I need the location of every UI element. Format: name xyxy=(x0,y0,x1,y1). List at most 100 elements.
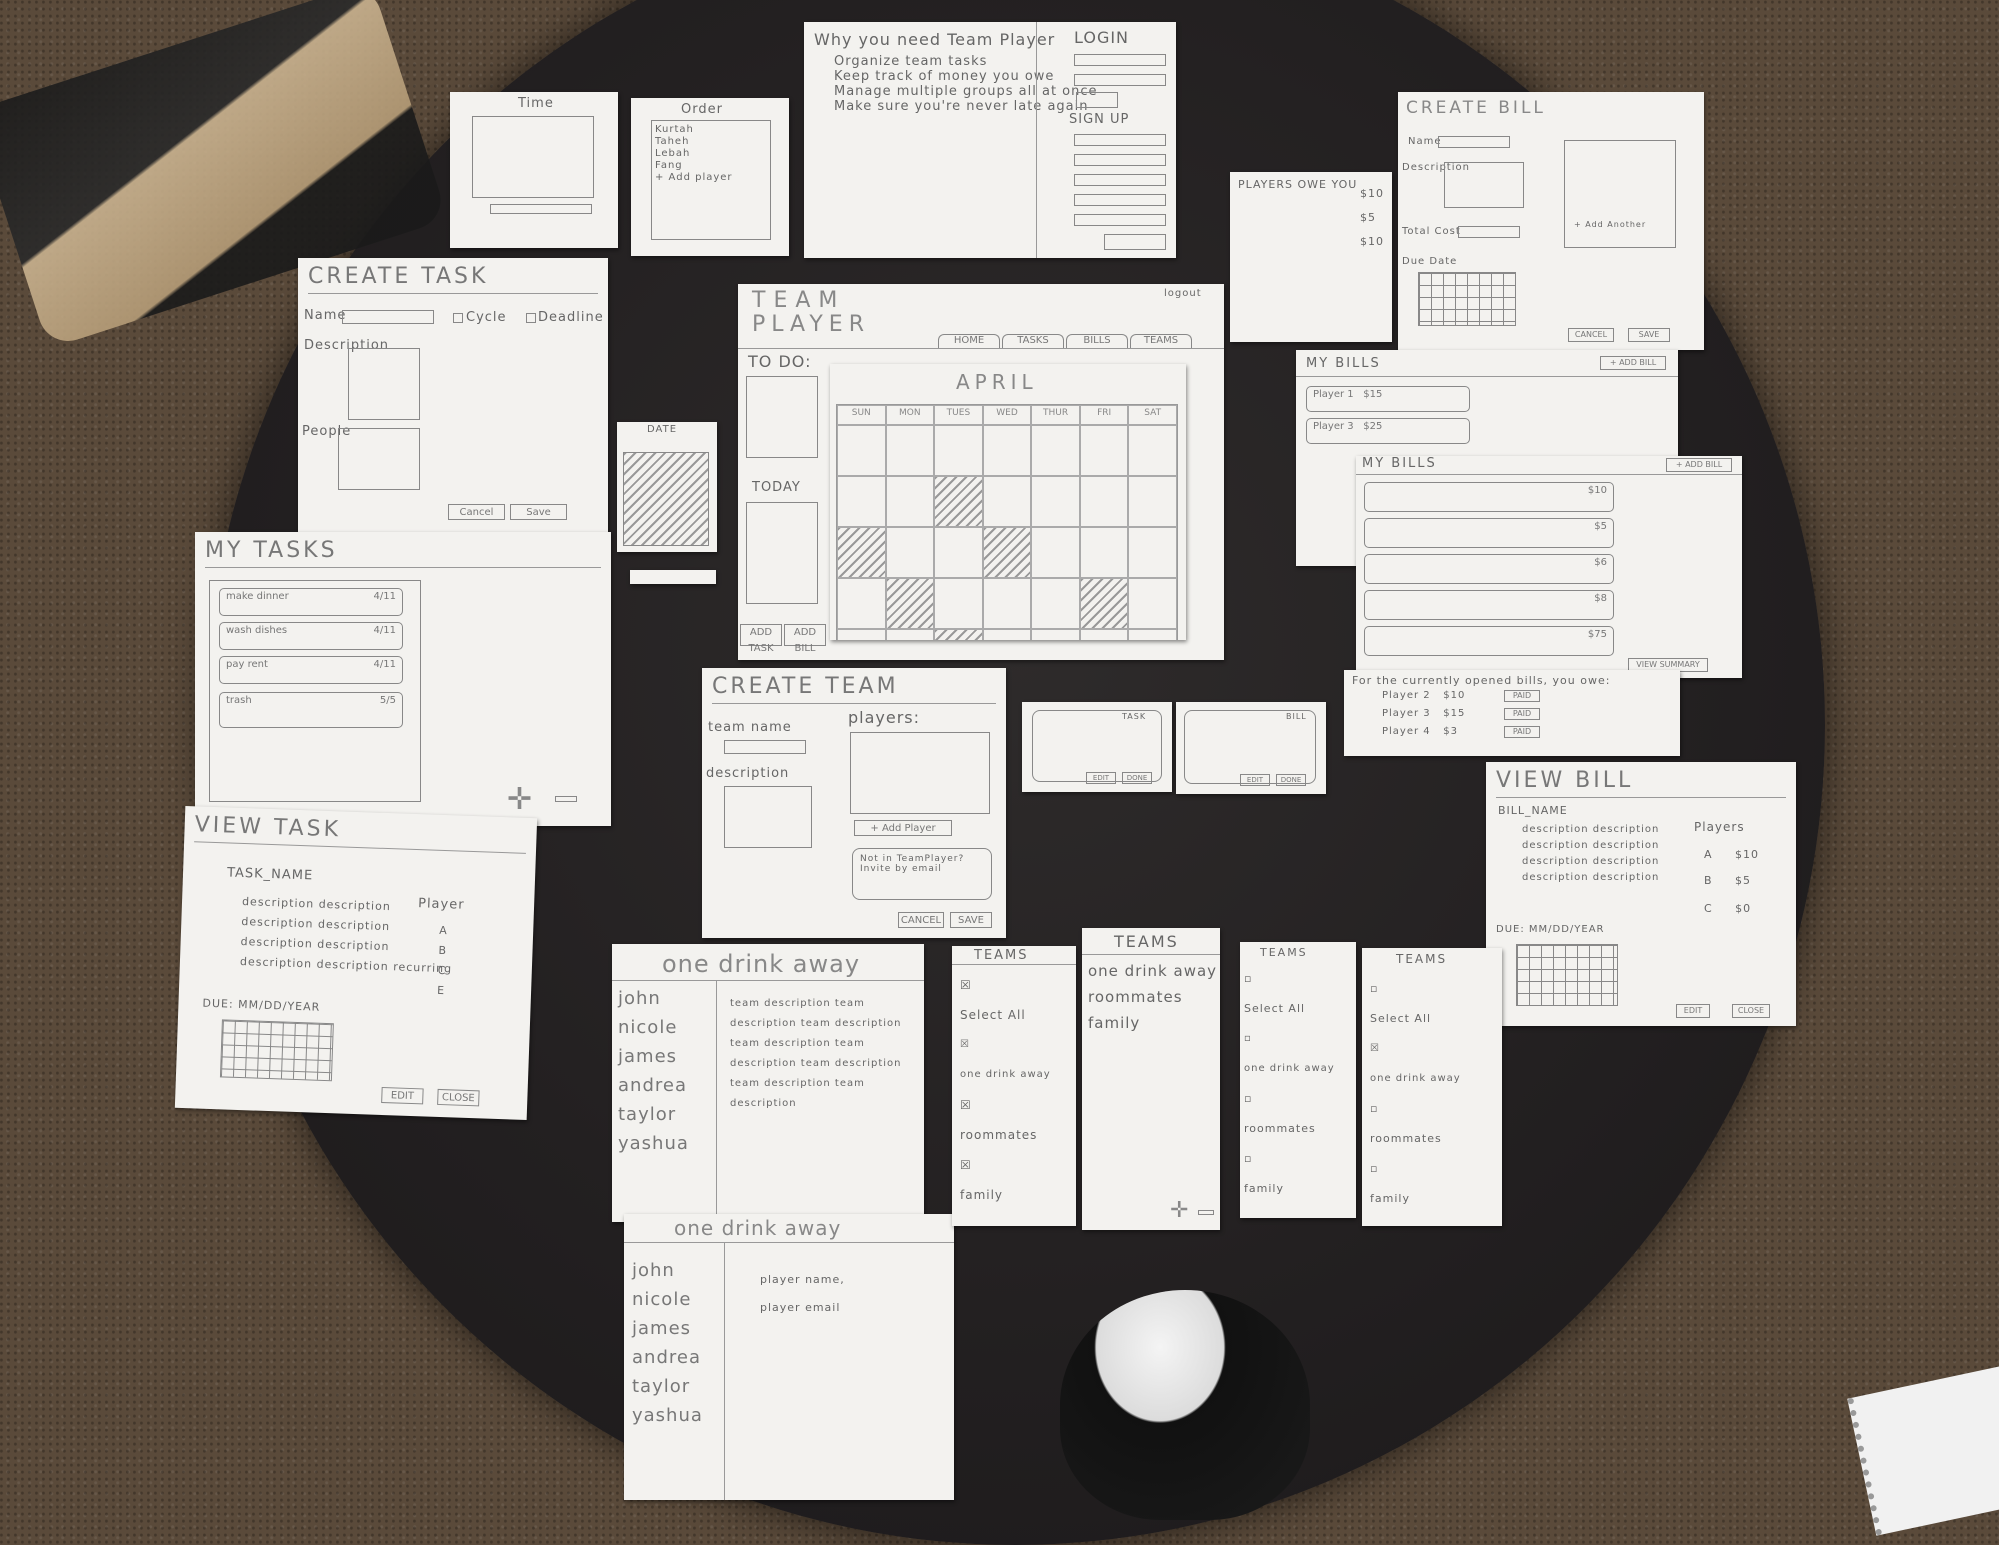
calendar-cell[interactable] xyxy=(885,629,935,640)
invite-box[interactable] xyxy=(852,848,992,900)
close-button[interactable]: CLOSE xyxy=(1732,1004,1770,1018)
description-textarea[interactable] xyxy=(348,348,420,420)
member-name[interactable]: andrea xyxy=(632,1347,701,1368)
bill-row[interactable]: Player 1 $15 xyxy=(1306,386,1470,412)
calendar-cell[interactable] xyxy=(982,425,1032,476)
time-picker[interactable] xyxy=(472,116,594,198)
save-button[interactable]: SAVE xyxy=(950,912,992,928)
calendar-cell[interactable] xyxy=(1128,578,1177,629)
bill-row[interactable]: $5 xyxy=(1364,518,1614,548)
tab-teams[interactable]: TEAMS xyxy=(1130,334,1192,349)
edit-button[interactable]: EDIT xyxy=(1086,772,1116,784)
calendar-cell[interactable] xyxy=(837,629,886,640)
calendar-cell[interactable] xyxy=(1031,527,1080,578)
save-button[interactable]: SAVE xyxy=(1628,328,1670,342)
players-list[interactable] xyxy=(850,732,990,814)
calendar-cell[interactable] xyxy=(1079,425,1129,476)
calendar-cell[interactable] xyxy=(1128,629,1177,640)
signup-field[interactable] xyxy=(1074,154,1166,166)
calendar-cell[interactable] xyxy=(982,578,1032,629)
team-option[interactable]: ☒ roommates xyxy=(960,1090,1051,1150)
edit-button[interactable]: EDIT xyxy=(381,1086,424,1105)
calendar-cell[interactable] xyxy=(982,476,1032,527)
team-option[interactable]: ▫ family xyxy=(1244,1144,1335,1204)
tab-home[interactable]: HOME xyxy=(938,334,1000,349)
team-option[interactable]: ▫ Select All xyxy=(1244,964,1335,1024)
member-name[interactable]: nicole xyxy=(632,1289,692,1310)
done-button[interactable]: DONE xyxy=(1122,772,1152,784)
description-textarea[interactable] xyxy=(724,786,812,848)
member-name[interactable]: nicole xyxy=(618,1017,678,1038)
calendar-cell[interactable] xyxy=(1031,578,1080,629)
username-input[interactable] xyxy=(1074,54,1166,66)
team-option[interactable]: ▫ roommates xyxy=(1244,1084,1335,1144)
remove-team-icon[interactable] xyxy=(1198,1210,1214,1215)
tab-bills[interactable]: BILLS xyxy=(1066,334,1128,349)
add-another-link[interactable]: + Add Another xyxy=(1574,220,1647,229)
team-option[interactable]: ▫ roommates xyxy=(1370,1094,1461,1154)
calendar-cell[interactable] xyxy=(1031,629,1080,640)
add-player-link[interactable]: + Add player xyxy=(655,172,733,183)
add-task-icon[interactable]: ✛ xyxy=(507,782,534,817)
paid-button[interactable]: PAID xyxy=(1504,726,1540,738)
member-name[interactable]: yashua xyxy=(618,1133,689,1154)
add-task-button[interactable]: ADD TASK xyxy=(740,624,782,654)
calendar-cell[interactable] xyxy=(885,476,935,527)
calendar-cell[interactable] xyxy=(1079,578,1129,629)
member-name[interactable]: taylor xyxy=(618,1104,677,1125)
calendar-cell[interactable] xyxy=(1128,425,1177,476)
add-bill-button[interactable]: + ADD BILL xyxy=(1666,458,1732,472)
calendar-cell[interactable] xyxy=(1031,476,1080,527)
team-option[interactable]: ☒ Select All xyxy=(960,970,1051,1030)
save-button[interactable]: Save xyxy=(510,504,567,520)
calendar-cell[interactable] xyxy=(982,629,1032,640)
signup-field[interactable] xyxy=(1074,134,1166,146)
login-button[interactable] xyxy=(1076,92,1118,108)
create-account-button[interactable] xyxy=(1104,234,1166,250)
cancel-button[interactable]: CANCEL xyxy=(898,912,944,928)
calendar-cell[interactable] xyxy=(885,425,935,476)
password-input[interactable] xyxy=(1074,74,1166,86)
team-option[interactable]: ☒ one drink away xyxy=(960,1030,1051,1090)
paid-button[interactable]: PAID xyxy=(1504,708,1540,720)
calendar-cell[interactable] xyxy=(885,578,935,629)
bill-name-input[interactable] xyxy=(1438,136,1510,148)
calendar-cell[interactable] xyxy=(837,476,886,527)
member-name[interactable]: john xyxy=(632,1260,675,1281)
bill-row[interactable]: Player 3 $25 xyxy=(1306,418,1470,444)
team-option[interactable]: one drink away xyxy=(1088,962,1218,980)
team-option[interactable]: ▫ Select All xyxy=(1370,974,1461,1034)
member-name[interactable]: andrea xyxy=(618,1075,687,1096)
paid-button[interactable]: PAID xyxy=(1504,690,1540,702)
calendar-cell[interactable] xyxy=(1079,629,1129,640)
team-option[interactable]: ☒ family xyxy=(960,1150,1051,1210)
member-name[interactable]: james xyxy=(618,1046,678,1067)
bill-row[interactable]: $75 xyxy=(1364,626,1614,656)
signup-field[interactable] xyxy=(1074,194,1166,206)
calendar-cell[interactable] xyxy=(1128,527,1177,578)
date-picker[interactable] xyxy=(623,452,709,546)
add-player-button[interactable]: + Add Player xyxy=(854,820,952,836)
calendar-cell[interactable] xyxy=(982,527,1032,578)
calendar-cell[interactable] xyxy=(1031,425,1080,476)
order-item[interactable]: Kurtah xyxy=(655,124,694,135)
cancel-button[interactable]: Cancel xyxy=(448,504,505,520)
calendar-cell[interactable] xyxy=(934,629,983,640)
time-field[interactable] xyxy=(490,204,592,214)
team-option[interactable]: ▫ one drink away xyxy=(1244,1024,1335,1084)
remove-task-icon[interactable] xyxy=(555,796,577,802)
due-calendar[interactable] xyxy=(1418,272,1516,326)
calendar-cell[interactable] xyxy=(837,425,886,476)
add-team-icon[interactable]: ✛ xyxy=(1170,1198,1190,1223)
deadline-checkbox[interactable] xyxy=(526,313,536,323)
task-name-input[interactable] xyxy=(342,310,434,324)
bill-row[interactable]: $6 xyxy=(1364,554,1614,584)
order-item[interactable]: Lebah xyxy=(655,148,691,159)
signup-field[interactable] xyxy=(1074,174,1166,186)
calendar-cell[interactable] xyxy=(1128,476,1177,527)
team-option[interactable]: family xyxy=(1088,1014,1141,1032)
cycle-checkbox[interactable] xyxy=(453,313,463,323)
